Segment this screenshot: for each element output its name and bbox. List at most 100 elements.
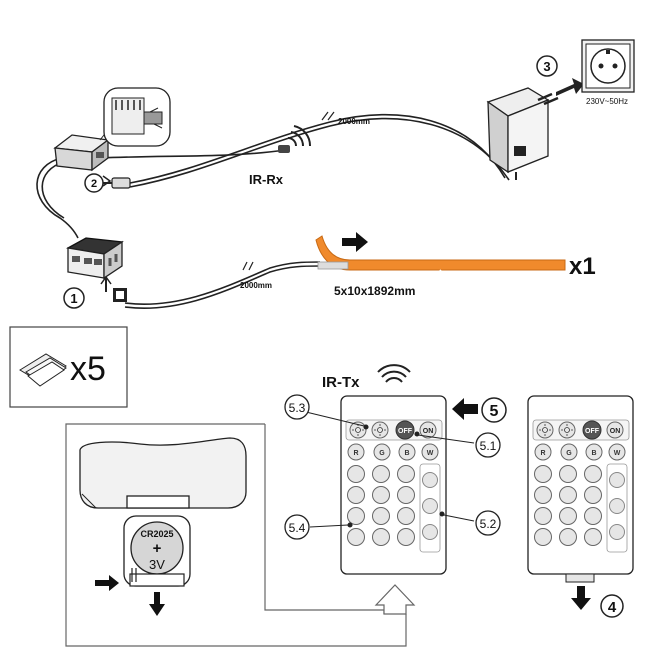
off-button [395, 420, 415, 440]
callout-5-4: 5.4 [289, 521, 306, 535]
g-button-label-2: G [566, 450, 572, 457]
strip-direction-arrow [342, 232, 368, 252]
remote-grid-button [397, 528, 415, 546]
white-column-button [422, 498, 438, 514]
remote-grid-button [372, 465, 390, 483]
white-column-button [609, 472, 625, 488]
cable-to-strip [124, 261, 321, 305]
power-adapter [486, 87, 559, 180]
step-5-label: 5 [490, 403, 499, 420]
step5-arrow [452, 398, 478, 420]
pull-down-arrow [149, 592, 165, 616]
step4-arrow [571, 586, 591, 610]
ir-tx-label: IR-Tx [322, 374, 360, 391]
remote-grid-button [559, 528, 577, 546]
w-button-label-2: W [614, 450, 621, 457]
remote-grid-button [347, 528, 365, 546]
w-button-label: W [427, 450, 434, 457]
strip-size-label: 5x10x1892mm [334, 284, 415, 298]
plug-in-arrow [556, 78, 584, 96]
remote-secondary-grid [534, 465, 625, 546]
remote-grid-button [397, 465, 415, 483]
off-button-label-2: OFF [585, 428, 600, 435]
controller-zoom [99, 87, 171, 147]
g-button-label: G [379, 450, 385, 457]
remote-grid-button [559, 486, 577, 504]
white-column-button [609, 498, 625, 514]
callout-5-1: 5.1 [480, 439, 497, 453]
splitter-box [66, 237, 124, 280]
callout-lines [305, 411, 475, 528]
remote-grid-button [584, 465, 602, 483]
dc-plug [100, 175, 131, 189]
remote-grid-button [347, 486, 365, 504]
remote-grid-button [397, 486, 415, 504]
remote-grid-button [397, 507, 415, 525]
strip-qty-label: x1 [569, 253, 596, 280]
cables [36, 113, 510, 309]
cable-to-strip-2 [124, 265, 321, 309]
callout-circles [284, 394, 501, 540]
remote-grid-button [584, 507, 602, 525]
remote-main-grid [347, 465, 438, 546]
remote-grid-button [534, 528, 552, 546]
strip-connector [100, 275, 127, 302]
cable-length-top: 2000mm [338, 117, 370, 126]
step-3-label: 3 [543, 59, 550, 74]
remote-grid-button [347, 465, 365, 483]
hollow-up-arrow [374, 584, 416, 615]
step-1-label: 1 [70, 291, 77, 306]
remote-grid-button [559, 465, 577, 483]
white-column-button [609, 524, 625, 540]
socket-voltage-label: 230V~50Hz [586, 97, 628, 106]
cable-breaks [242, 111, 335, 271]
pads-qty-label: x5 [70, 350, 106, 388]
battery-plus-label: + [153, 540, 162, 557]
on-button-label-2: ON [610, 428, 621, 435]
remote-grid-button [372, 507, 390, 525]
cable-to-splitter-2 [41, 161, 65, 219]
brightness-down-button [371, 421, 389, 439]
ir-tx-waves-icon [377, 364, 411, 383]
ir-rx-label: IR-Rx [249, 172, 284, 187]
battery-panel [65, 423, 416, 647]
controller-box [53, 134, 110, 172]
step-2-label: 2 [91, 178, 97, 190]
cable-to-adapter [129, 113, 506, 184]
callout-5-3: 5.3 [289, 401, 306, 415]
step-circles [63, 55, 624, 618]
remote-grid-button [534, 507, 552, 525]
off-button-label: OFF [398, 428, 413, 435]
remote-grid-button [584, 528, 602, 546]
cable-length-bottom: 2000mm [240, 281, 272, 290]
cable-to-splitter [36, 157, 79, 239]
remote-grid-button [534, 465, 552, 483]
remote-grid-button [372, 486, 390, 504]
remote-grid-button [372, 528, 390, 546]
remote-grid-button [559, 507, 577, 525]
remote-grid-button [534, 486, 552, 504]
callout-5-2: 5.2 [480, 517, 497, 531]
b-button-label: B [404, 450, 409, 457]
step-4-label: 4 [608, 599, 617, 616]
white-column-button [422, 472, 438, 488]
pads-box [9, 326, 128, 408]
white-column-button [422, 524, 438, 540]
r-button-label-2: R [540, 450, 545, 457]
cable-to-adapter-2 [129, 117, 510, 188]
remote-grid-button [347, 507, 365, 525]
cable-ir-rx [99, 149, 286, 159]
remote-main [340, 395, 447, 575]
push-arrow [95, 575, 119, 591]
battery-voltage-label: 3V [149, 557, 165, 572]
battery-type-label: CR2025 [140, 529, 173, 539]
wall-socket [581, 39, 635, 93]
b-button-label-2: B [591, 450, 596, 457]
led-strip [315, 235, 566, 275]
r-button-label: R [353, 450, 358, 457]
on-button [419, 421, 437, 439]
sun-icon-2 [539, 424, 573, 436]
ir-receiver [278, 125, 312, 153]
remote-grid-button [584, 486, 602, 504]
